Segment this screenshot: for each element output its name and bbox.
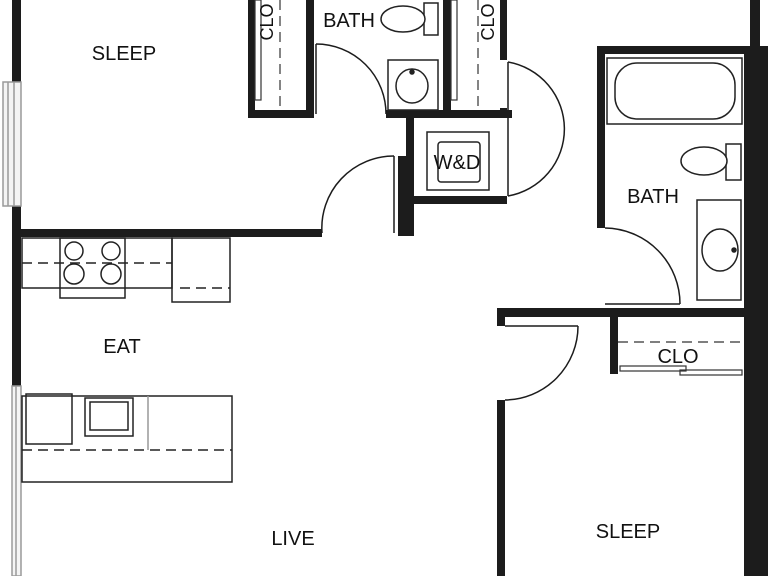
door-swing-bath-top bbox=[315, 43, 387, 115]
wall-sleep-bottom-left bbox=[497, 400, 505, 576]
exterior-wall-left-top bbox=[12, 0, 21, 82]
wall-bath-right-stub bbox=[497, 308, 505, 326]
sink-icon-bath-right bbox=[696, 199, 742, 301]
room-label-sleep-bottom: SLEEP bbox=[596, 521, 660, 543]
refrigerator-icon bbox=[171, 237, 231, 303]
toilet-icon-bath-top bbox=[380, 2, 439, 36]
wall-laundry-bottom bbox=[406, 196, 507, 204]
kitchen-island bbox=[21, 393, 233, 483]
room-label-live: LIVE bbox=[271, 528, 314, 550]
exterior-wall-right-top bbox=[750, 0, 760, 46]
wall-bath-right-bottom bbox=[497, 308, 757, 317]
window-sleep-top bbox=[2, 81, 22, 207]
room-labels: SLEEP BATH CLO CLO W&D BATH EAT CLO LIVE… bbox=[92, 3, 699, 550]
wall-clo-left-side bbox=[248, 0, 255, 118]
door-swing-laundry bbox=[507, 61, 566, 197]
room-label-clo-top-left: CLO bbox=[257, 3, 277, 40]
room-label-bath-top: BATH bbox=[323, 10, 375, 32]
wall-clo-left-bottom bbox=[248, 110, 313, 118]
door-swing-sleep-bottom bbox=[504, 325, 579, 401]
room-label-sleep-top: SLEEP bbox=[92, 43, 156, 65]
washer-dryer-icon bbox=[426, 131, 490, 191]
exterior-wall-left-mid bbox=[12, 206, 21, 386]
room-label-eat: EAT bbox=[103, 336, 140, 358]
wall-clo-bath-divider bbox=[306, 0, 314, 118]
wall-clo-right-left bbox=[610, 308, 618, 374]
room-label-clo-right: CLO bbox=[657, 346, 698, 368]
door-swing-bath-right bbox=[604, 227, 681, 305]
wall-clo-mid-right-lower bbox=[500, 108, 507, 118]
wall-sleep-bottom bbox=[12, 229, 322, 237]
sink-icon-bath-top bbox=[387, 59, 439, 111]
door-swing-sleep bbox=[321, 155, 395, 234]
kitchen-counter bbox=[21, 237, 173, 289]
bathtub-icon bbox=[606, 57, 743, 125]
walls bbox=[12, 0, 768, 576]
closet-sliders bbox=[254, 0, 744, 376]
wall-laundry-stub bbox=[398, 156, 406, 236]
wall-bath-clo-divider bbox=[443, 0, 451, 118]
doors bbox=[315, 43, 681, 401]
room-label-laundry: W&D bbox=[434, 152, 481, 174]
wall-bath-right-left bbox=[597, 46, 605, 228]
wall-laundry-left bbox=[406, 118, 414, 236]
sink-icon-island bbox=[84, 397, 134, 437]
windows bbox=[2, 81, 22, 576]
stove-icon bbox=[59, 237, 126, 299]
toilet-icon-bath-right bbox=[680, 143, 742, 181]
room-label-clo-top-mid: CLO bbox=[478, 3, 498, 40]
fixtures bbox=[21, 2, 743, 483]
room-label-bath-right: BATH bbox=[627, 186, 679, 208]
wall-clo-mid-right bbox=[500, 0, 507, 60]
wall-bath-right-top bbox=[597, 46, 757, 54]
